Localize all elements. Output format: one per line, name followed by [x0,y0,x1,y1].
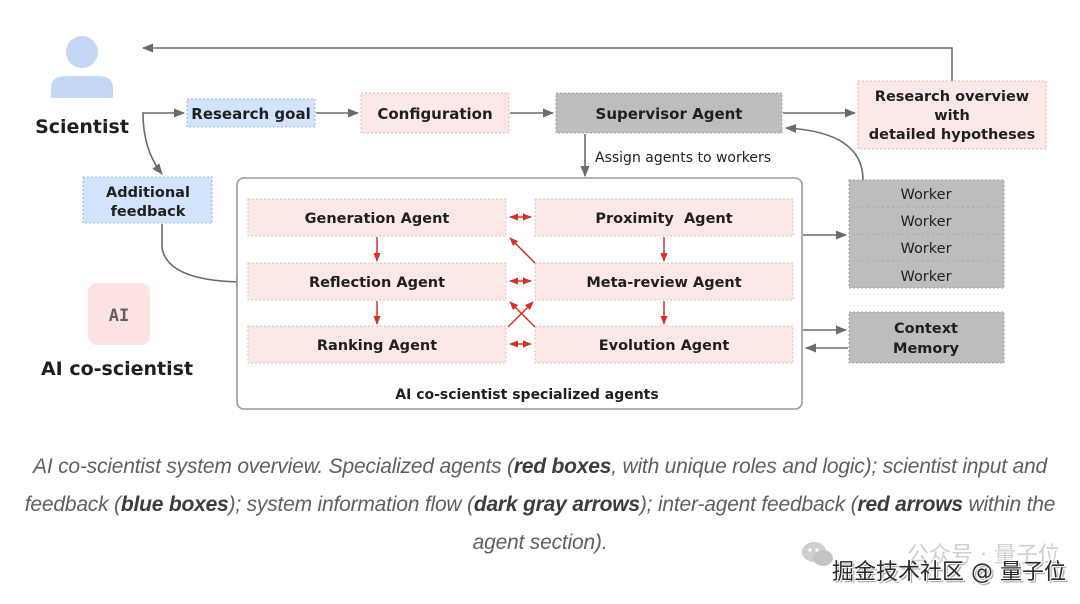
additional-feedback-box: Additional feedback [82,176,213,224]
svg-text:Configuration: Configuration [377,105,492,123]
svg-text:Reflection Agent: Reflection Agent [309,275,445,291]
scientist-person-icon [51,36,113,98]
inter-agent-feedback-arrows [373,213,668,348]
caption-text: ); inter-agent feedback ( [639,493,858,516]
research-overview-box: Research overview with detailed hypothes… [857,80,1047,150]
scientist-label: Scientist [35,116,129,138]
research-goal-box: Research goal [186,98,316,128]
svg-text:Context: Context [894,321,958,337]
ai-badge-text: AI [109,306,129,326]
svg-text:Research overview: Research overview [875,89,1029,105]
feedback-to-reflection-arrow [161,224,248,287]
workers-to-supervisor-arrow [784,124,864,181]
svg-text:with: with [934,108,970,124]
generation-agent-box: Generation Agent [247,198,507,237]
svg-text:Evolution Agent: Evolution Agent [599,338,730,354]
reflection-agent-box: Reflection Agent [247,262,507,301]
system-diagram: Scientist AI AI co-scientist Research go… [35,36,1047,410]
return-to-scientist-arrow [141,43,953,81]
evolution-agent-box: Evolution Agent [534,325,794,364]
wechat-icon [802,542,833,566]
svg-text:Additional: Additional [106,185,190,201]
worker-item: Worker [900,187,951,203]
svg-text:Ranking Agent: Ranking Agent [317,338,437,354]
caption-bold-red-boxes: red boxes [513,455,612,478]
caption-text: within the agent section). [472,493,1056,554]
ai-badge: AI [88,283,150,345]
svg-text:Proximity Agent: Proximity Agent [595,211,732,227]
agent-group-label: AI co-scientist specialized agents [395,387,658,403]
scientist-to-feedback-arrow [142,112,163,175]
svg-text:Meta-review Agent: Meta-review Agent [586,275,741,291]
caption-bold-gray-arrows: dark gray arrows [473,493,640,516]
svg-text:Memory: Memory [893,341,959,357]
ai-co-scientist-label: AI co-scientist [41,358,193,380]
proximity-agent-box: Proximity Agent [534,198,794,237]
meta-review-to-generation-arrow [509,237,536,264]
watermark-background-text: 公众号 · 量子位 [907,543,1060,568]
caption-bold-blue-boxes: blue boxes [120,493,229,516]
meta-review-agent-box: Meta-review Agent [534,262,794,301]
caption-text: AI co-scientist system overview. Special… [33,455,514,478]
supervisor-agent-box: Supervisor Agent [555,92,783,134]
workers-box: Worker Worker Worker Worker [848,179,1005,289]
figure-caption: AI co-scientist system overview. Special… [10,448,1070,562]
configuration-box: Configuration [360,92,510,134]
ranking-to-meta-review-arrow [507,301,534,328]
worker-item: Worker [900,241,951,257]
svg-text:Supervisor Agent: Supervisor Agent [596,105,743,123]
caption-text: ); system information flow ( [228,493,474,516]
svg-text:Generation Agent: Generation Agent [305,211,450,227]
svg-text:detailed hypotheses: detailed hypotheses [869,127,1035,143]
assign-agents-label: Assign agents to workers [595,150,771,166]
watermark-text: 掘金技术社区 @ 量子位 [832,560,1066,585]
worker-item: Worker [900,269,951,285]
caption-text: , with unique roles and logic); scientis… [24,455,1047,516]
svg-text:feedback: feedback [111,204,186,220]
svg-text:Research goal: Research goal [191,105,310,123]
caption-bold-red-arrows: red arrows [857,493,963,516]
context-memory-box: Context Memory [848,311,1005,364]
worker-item: Worker [900,214,951,230]
ranking-agent-box: Ranking Agent [247,325,507,364]
evolution-to-reflection-arrow [509,301,536,328]
